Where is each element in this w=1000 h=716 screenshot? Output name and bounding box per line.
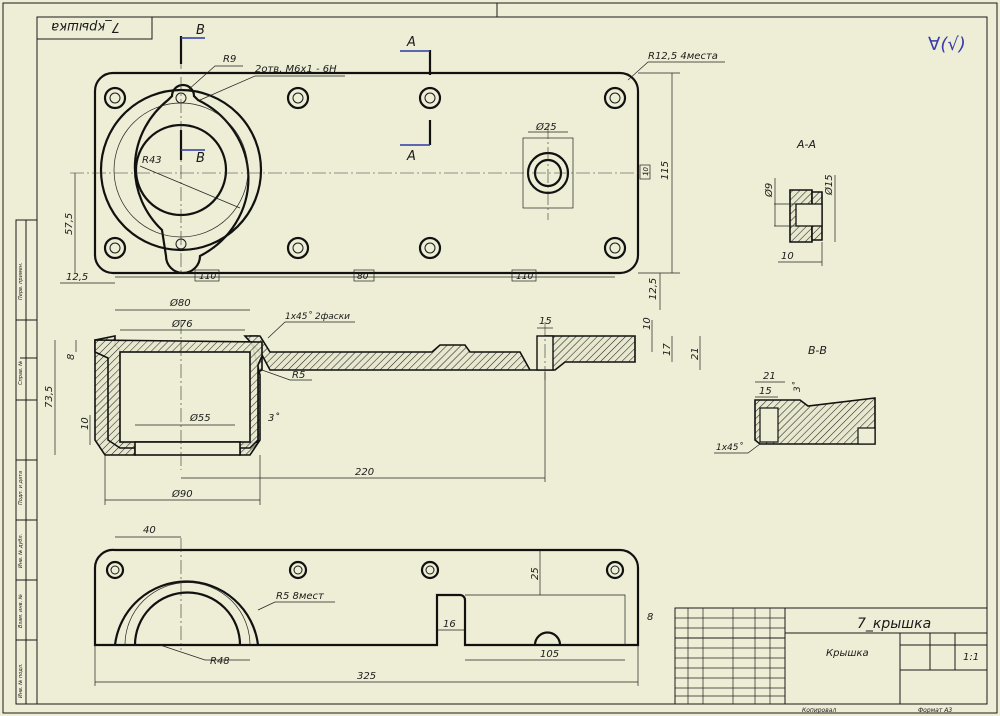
dim-220: 220 <box>355 467 374 478</box>
dim-12-5-vertical: 12,5 <box>648 278 659 300</box>
section-bb: B-B 21 15 3˚ 1х45˚ <box>714 344 876 454</box>
left-strip: Перв. примен. Справ. № Подп. и дата Инв.… <box>15 219 38 705</box>
dim-10-lower: 10 <box>80 417 91 430</box>
dim-3-deg-bb: 3˚ <box>792 381 803 392</box>
bottom-view: 40 R5 8мест 25 8 16 R48 105 325 <box>93 525 653 686</box>
dim-box-80: 80 <box>357 272 369 282</box>
section-aa-title: А-А <box>796 138 816 151</box>
dim-3-deg: 3˚ <box>268 412 279 424</box>
thread-note: 2отв. М6х1 - 6Н <box>255 64 337 75</box>
title-block-format: Формат А3 <box>918 707 952 714</box>
dim-21-bb: 21 <box>763 371 776 382</box>
dim-105: 105 <box>540 649 559 660</box>
dim-d80: Ø80 <box>169 297 191 309</box>
section-bb-title: B-B <box>808 344 827 357</box>
dim-box-110: 110 <box>199 272 216 282</box>
dim-16: 16 <box>443 619 456 630</box>
dim-325: 325 <box>357 671 376 682</box>
front-view: Ø80 Ø76 1х45˚ 2фаски 15 10 17 21 8 R5 73… <box>44 297 701 505</box>
section-aa: А-А Ø9 Ø15 10 <box>763 138 836 266</box>
dim-r5-8: R5 8мест <box>276 591 325 602</box>
dim-d9: Ø9 <box>763 183 775 198</box>
dim-40: 40 <box>143 525 156 536</box>
dim-r9: R9 <box>223 54 236 65</box>
dim-10: 10 <box>642 317 653 330</box>
dim-8: 8 <box>66 354 77 360</box>
dim-box-110: 110 <box>516 272 533 282</box>
dim-r12-5: R12,5 4места <box>648 51 718 62</box>
dim-r43: R43 <box>142 155 162 166</box>
title-block-scale: 1:1 <box>963 652 979 663</box>
dim-small-box: 10 <box>642 167 650 176</box>
roughness-mark: ∀(√) <box>928 34 966 55</box>
strip-label: Подп. и дата <box>18 471 24 505</box>
strip-label: Справ. № <box>18 361 24 385</box>
dim-21: 21 <box>690 347 701 360</box>
dim-d25: Ø25 <box>535 121 557 133</box>
title-block-copied: Копировал <box>802 707 836 714</box>
title-block: 7_крышка Крышка 1:1 Копировал Формат А3 <box>674 607 988 714</box>
dim-15: 15 <box>539 316 552 327</box>
section-mark-a: A <box>406 149 416 164</box>
dim-17: 17 <box>662 343 673 356</box>
section-mark-b: B <box>196 151 205 166</box>
dim-8-right: 8 <box>647 612 653 623</box>
dim-25: 25 <box>530 567 541 580</box>
dim-d76: Ø76 <box>171 318 193 330</box>
strip-label: Инв. № подл. <box>18 664 24 699</box>
dim-12-5: 12,5 <box>66 272 88 283</box>
dim-115: 115 <box>660 161 671 180</box>
chamfer-note: 1х45˚ 2фаски <box>285 311 350 322</box>
chamfer-bb: 1х45˚ <box>716 442 744 453</box>
dim-10-aa: 10 <box>781 251 794 262</box>
title-block-part: Крышка <box>826 648 869 659</box>
dim-73-5: 73,5 <box>44 386 55 408</box>
title-block-name: 7_крышка <box>857 616 931 632</box>
dim-d90: Ø90 <box>171 488 193 500</box>
strip-label: Взам. инв. № <box>18 594 24 628</box>
section-mark-b: B <box>196 23 205 38</box>
dim-r48: R48 <box>210 656 230 667</box>
dim-15-bb: 15 <box>759 386 772 397</box>
strip-label: Перв. примен. <box>18 262 24 300</box>
dim-d15: Ø15 <box>823 174 835 196</box>
dim-d55: Ø55 <box>189 412 211 424</box>
stamp-box: 7_крышка <box>36 16 153 40</box>
dim-r5: R5 <box>292 370 305 381</box>
strip-label: Инв. № дубл. <box>18 534 24 568</box>
section-mark-a: A <box>406 35 416 50</box>
stamp-text: 7_крышка <box>51 19 120 34</box>
dim-57-5: 57,5 <box>64 213 75 235</box>
top-view: B B A A R9 2отв. М6х1 - 6Н R12,5 4места … <box>60 23 725 310</box>
